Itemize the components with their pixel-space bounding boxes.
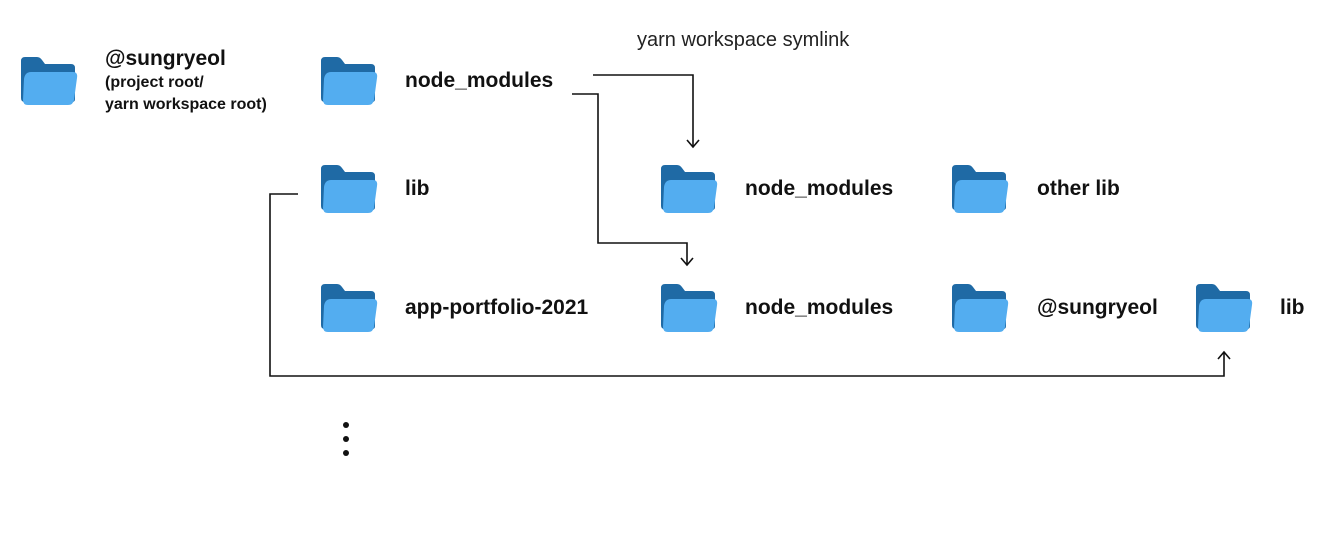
folder-icon — [659, 282, 719, 334]
arrowhead-up — [1217, 350, 1231, 360]
lib-node-modules-label: node_modules — [745, 177, 894, 200]
ellipsis-dot — [343, 450, 349, 456]
lib-label: lib — [405, 177, 430, 200]
arrowhead-down — [686, 139, 700, 149]
folder-icon — [19, 55, 79, 107]
symlink-annotation: yarn workspace symlink — [637, 29, 850, 51]
folder-icon — [1194, 282, 1254, 334]
vertical-ellipsis-icon — [342, 422, 350, 458]
folder-icon — [950, 282, 1010, 334]
connector-lib-symlink — [269, 193, 1225, 377]
arrowhead-down — [680, 257, 694, 267]
app-folder-label: app-portfolio-2021 — [405, 296, 589, 319]
connector-root-to-app-node-modules — [572, 93, 688, 265]
other-lib-label: other lib — [1037, 177, 1120, 200]
root-subtitle-line2: yarn workspace root) — [105, 96, 267, 113]
app-scope-label: @sungryeol — [1037, 296, 1158, 319]
ellipsis-dot — [343, 422, 349, 428]
app-node-modules-label: node_modules — [745, 296, 894, 319]
app-scope-lib-label: lib — [1280, 296, 1305, 319]
folder-icon — [319, 55, 379, 107]
root-title: @sungryeol — [105, 47, 226, 70]
folder-icon — [659, 163, 719, 215]
root-node-modules-label: node_modules — [405, 69, 554, 92]
ellipsis-dot — [343, 436, 349, 442]
folder-icon — [319, 282, 379, 334]
root-subtitle-line1: (project root/ — [105, 74, 204, 91]
root-folder-label: @sungryeol (project root/ yarn workspace… — [105, 46, 267, 116]
folder-icon — [319, 163, 379, 215]
folder-icon — [950, 163, 1010, 215]
connector-root-to-lib-node-modules — [593, 74, 694, 147]
